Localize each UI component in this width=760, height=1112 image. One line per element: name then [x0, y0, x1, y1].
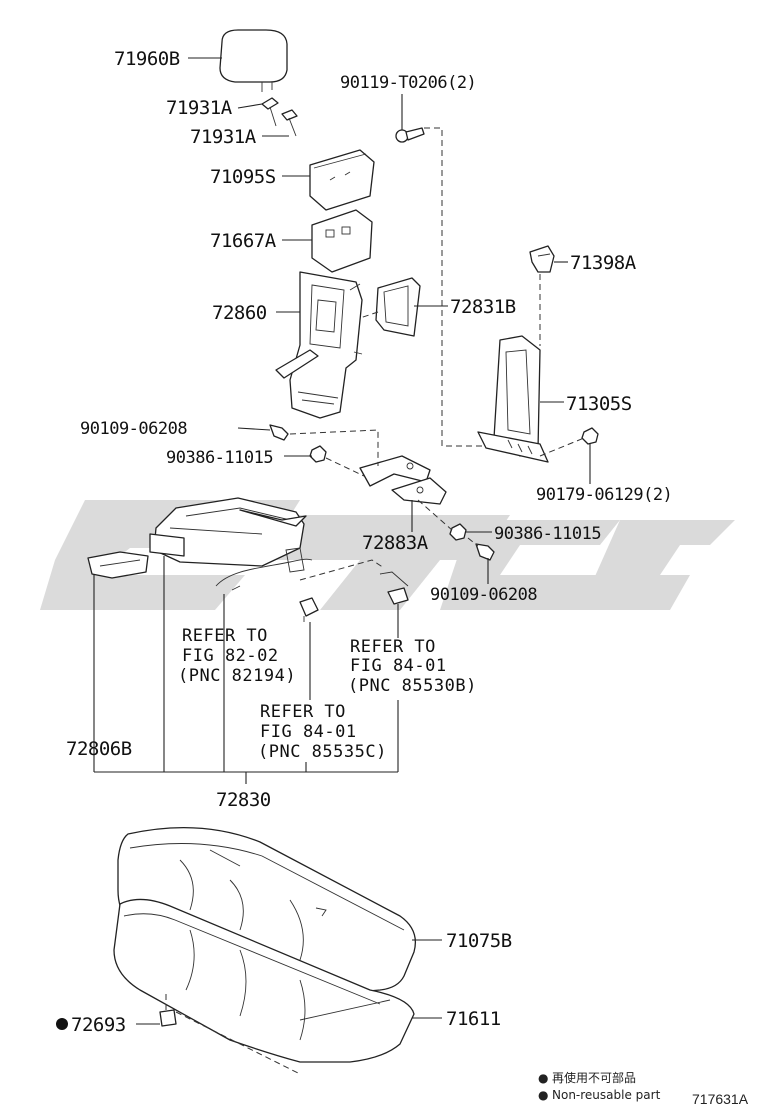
ref1-line3: (PNC 82194) [178, 666, 296, 686]
headrest-support-icon [261, 97, 298, 137]
label-headrest: 71960B [114, 48, 180, 70]
label-clip-71398A: 71398A [570, 252, 637, 274]
label-bolt-top: 90119-T0206(2) [340, 73, 476, 93]
label-armrest-assy: 72830 [216, 789, 271, 811]
connector-icon [379, 571, 409, 605]
armrest-frame-72860 [275, 271, 363, 419]
label-support-a: 71931A [166, 97, 233, 119]
frame-71305S [477, 335, 549, 463]
label-frame-71305S: 71305S [566, 393, 632, 415]
ref1-line2: FIG 82-02 [182, 646, 279, 666]
reference-note-3: REFER TO FIG 84-01 (PNC 85535C) [258, 702, 387, 762]
label-support-b: 71931A [190, 126, 257, 148]
ref1-line1: REFER TO [182, 626, 268, 646]
label-bezel: 72831B [450, 296, 516, 318]
label-pad-71667A: 71667A [210, 230, 277, 252]
non-reusable-marker-icon [56, 1018, 68, 1030]
label-nut-left: 90386-11015 [166, 448, 273, 468]
ref2-line1: REFER TO [350, 637, 436, 657]
hinge-72883A [359, 455, 447, 505]
bolt-top-icon [395, 127, 425, 143]
reference-note-2: REFER TO FIG 84-01 (PNC 85530B) [348, 637, 477, 696]
label-hinge: 72883A [362, 532, 429, 554]
label-bolt-right: 90109-06208 [430, 585, 537, 605]
label-seat-pad: 71611 [446, 1008, 501, 1030]
ref2-line2: FIG 84-01 [350, 656, 447, 676]
pad-71667A [311, 209, 373, 273]
legend-bullet-1: ● [538, 1071, 548, 1085]
label-nut-right: 90386-11015 [494, 524, 601, 544]
label-bolt-left: 90109-06208 [80, 419, 187, 439]
switch-icon [299, 597, 319, 622]
legend: ● 再使用不可部品 ● Non-reusable part [538, 1070, 661, 1102]
seat-pad-71611 [113, 898, 415, 1063]
cup-holder-72806B [87, 551, 149, 579]
leader-lines-seat [136, 939, 442, 1025]
label-armrest-frame: 72860 [212, 302, 267, 324]
legend-bullet-2: ● [538, 1088, 548, 1102]
wire-harness [215, 547, 313, 591]
leader-lines [93, 57, 591, 784]
guide-lines [289, 127, 585, 581]
ref3-line1: REFER TO [260, 702, 346, 722]
figure-code: 717631A [692, 1091, 749, 1107]
label-pad-71095S: 71095S [210, 166, 276, 188]
ref3-line2: FIG 84-01 [260, 722, 357, 742]
label-cup-holder: 72806B [66, 738, 132, 760]
headrest-71960B [219, 29, 288, 92]
legend-japanese: 再使用不可部品 [552, 1070, 636, 1085]
bezel-72831B [375, 277, 421, 337]
bolt-left-icon [269, 424, 289, 441]
legend-english: Non-reusable part [552, 1088, 661, 1102]
ref2-line3: (PNC 85530B) [348, 676, 477, 696]
nut-right-icon [449, 523, 467, 541]
nut-left-icon [309, 445, 327, 463]
seat-cover-71075B [117, 826, 417, 997]
ref3-line3: (PNC 85535C) [258, 742, 387, 762]
armrest-assembly-72830 [149, 497, 307, 567]
label-clip-72693: 72693 [71, 1014, 126, 1036]
reference-note-1: REFER TO FIG 82-02 (PNC 82194) [178, 626, 296, 686]
clip-71398A [529, 245, 555, 273]
clip-72693 [159, 990, 301, 1075]
nut-right-upper-icon [581, 427, 599, 445]
pad-71095S [309, 149, 375, 211]
label-seat-cover: 71075B [446, 930, 512, 952]
bolt-right-icon [475, 543, 495, 561]
label-nut-right-bracket: 90179-06129(2) [536, 485, 672, 505]
